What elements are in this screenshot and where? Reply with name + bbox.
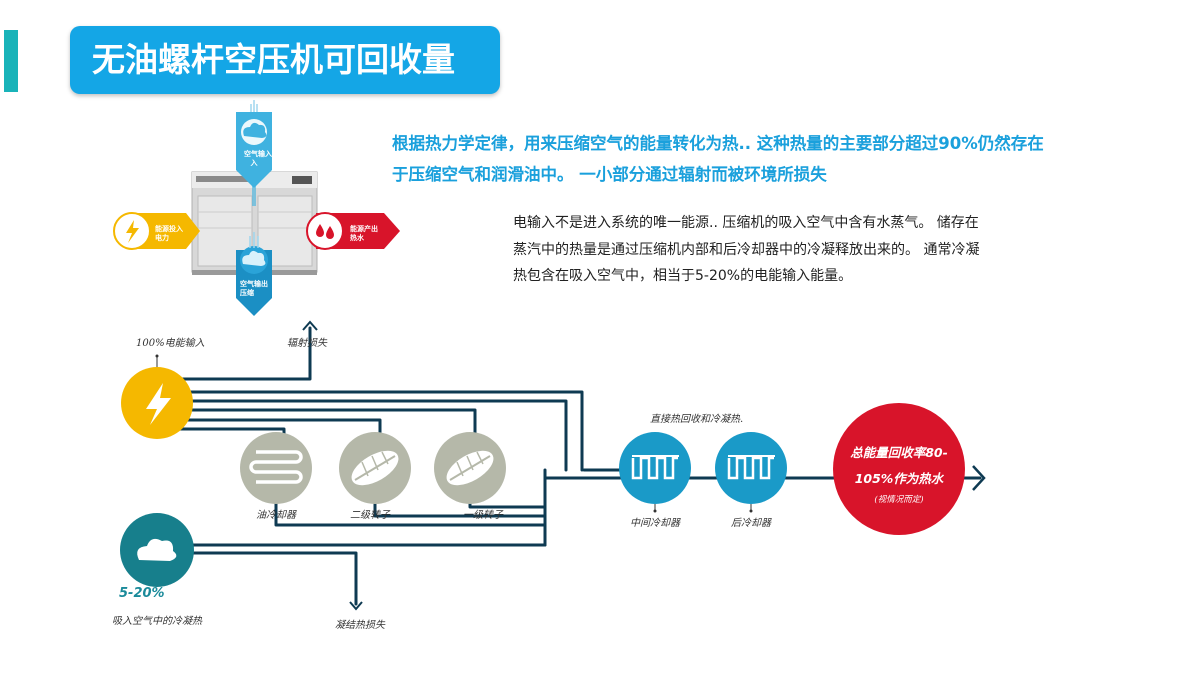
stage1-rotor-label: 一级转子 — [463, 510, 503, 521]
body-line-3: 热包含在吸入空气中，相当于5-20%的电能输入能量。 — [513, 268, 853, 284]
condensate-percentage: 5-20% — [119, 586, 165, 601]
intro-line-1: 根据热力学定律，用来压缩空气的能量转化为热.. 这种热量的主要部分超过90%仍然… — [392, 134, 1044, 153]
intercooler-node — [619, 432, 691, 513]
aftercooler-node — [715, 432, 787, 513]
oil-cooler-label: 油冷却器 — [256, 510, 296, 521]
air-output-label: 空气输出压缩 — [240, 280, 268, 297]
accent-bar — [4, 30, 18, 92]
intro-paragraph: 根据热力学定律，用来压缩空气的能量转化为热.. 这种热量的主要部分超过90%仍然… — [392, 128, 1092, 190]
stage2-rotor-label: 二级转子 — [350, 510, 390, 521]
leaf-rotor-icon — [446, 450, 494, 486]
body-line-1: 电输入不是进入系统的唯一能源.. 压缩机的吸入空气中含有水蒸气。 储存在 — [513, 215, 979, 231]
coil-icon — [249, 450, 303, 484]
chevron-up-icon — [302, 320, 318, 331]
cloud-icon — [243, 122, 267, 138]
electric-input-label: 100%电能输入 — [136, 338, 205, 349]
chevron-right-icon — [972, 465, 986, 491]
direct-recovery-label: 直接热回收和冷凝热. — [650, 414, 744, 425]
cloud-icon — [242, 250, 266, 266]
stage2-rotor-node — [339, 432, 411, 504]
stage1-rotor-node — [434, 432, 506, 504]
compressor-illustration — [191, 171, 318, 275]
oil-cooler-node — [240, 432, 312, 504]
condensate-heat-label: 吸入空气中的冷凝热 — [112, 616, 202, 627]
coil-icon — [727, 456, 774, 480]
coil-icon — [631, 456, 678, 480]
energy-input-arrow — [113, 212, 200, 250]
title-box: 无油螺杆空压机可回收量 — [70, 26, 500, 94]
aftercooler-label: 后冷却器 — [731, 518, 771, 529]
conditional-note: (视情况而定) — [874, 495, 924, 505]
body-line-2: 蒸汽中的热量是通过压缩机内部和后冷却器中的冷凝释放出来的。 通常冷凝 — [513, 241, 980, 258]
lightning-icon — [146, 383, 171, 425]
lightning-icon — [126, 220, 139, 243]
body-paragraph: 电输入不是进入系统的唯一能源.. 压缩机的吸入空气中含有水蒸气。 储存在 蒸汽中… — [513, 210, 1033, 290]
radiation-loss-label: 辐射损失 — [287, 338, 327, 349]
condensate-node — [120, 513, 194, 587]
electric-input-node — [121, 367, 193, 439]
page-title: 无油螺杆空压机可回收量 — [92, 40, 455, 79]
water-drop-icon — [316, 224, 324, 237]
air-input-arrow — [236, 100, 272, 206]
total-recovery-label: 总能量回收率80- 105%作为热水 — [850, 445, 948, 486]
condensate-loss-label: 凝结热损失 — [335, 620, 385, 631]
leaf-rotor-icon — [351, 450, 399, 486]
cloud-icon — [137, 538, 177, 561]
energy-output-label: 能源产出热水 — [350, 225, 378, 242]
air-output-arrow — [236, 232, 272, 316]
energy-input-label: 能源投入电力 — [155, 225, 183, 242]
chevron-down-icon — [349, 601, 363, 611]
energy-output-arrow — [306, 212, 400, 250]
intercooler-label: 中间冷却器 — [630, 518, 680, 529]
water-drop-icon — [326, 226, 334, 239]
total-recovery-node — [833, 403, 965, 535]
air-input-label: 空气输入入 — [244, 150, 272, 167]
intro-line-2: 于压缩空气和润滑油中。 一小部分通过辐射而被环境所损失 — [392, 165, 827, 184]
